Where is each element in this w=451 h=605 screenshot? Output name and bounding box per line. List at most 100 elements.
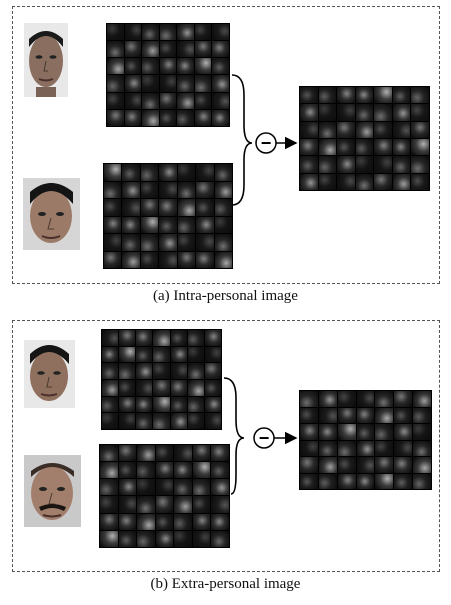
feature-cell [119, 396, 136, 413]
feature-cell [118, 530, 137, 547]
feature-cell [196, 216, 214, 233]
feature-cell [177, 41, 194, 58]
feature-cell [374, 139, 392, 156]
feature-cell [300, 87, 318, 104]
feature-cell [177, 251, 196, 268]
feature-cell [413, 391, 431, 407]
feature-cell [392, 139, 411, 156]
feature-cell [337, 473, 356, 489]
feature-cell [159, 181, 177, 198]
feature-cell [192, 445, 211, 462]
feature-cell [177, 58, 194, 75]
feature-cell [375, 440, 394, 456]
feature-cell [159, 109, 177, 126]
feature-cell [140, 251, 159, 268]
feature-cell [211, 530, 229, 547]
feature-cell [192, 513, 211, 530]
feature-cell [153, 363, 170, 379]
feature-cell [318, 440, 337, 456]
feature-cell [122, 251, 140, 268]
feature-cell [318, 391, 337, 407]
feature-cell [107, 58, 124, 75]
feature-cell [177, 75, 194, 92]
feature-cell [211, 462, 229, 479]
feature-cell [140, 234, 159, 251]
feature-cell [337, 139, 355, 156]
feature-cell [337, 121, 355, 138]
feature-cell [192, 496, 211, 513]
feature-cell [194, 24, 212, 41]
feature-cell [318, 139, 337, 156]
feature-cell [159, 24, 177, 41]
feature-cell [100, 462, 118, 479]
feature-cell [214, 216, 232, 233]
feature-cell [119, 330, 136, 346]
face-b1-illustration [24, 340, 75, 408]
feature-cell [374, 173, 392, 190]
feature-cell [356, 473, 375, 489]
feature-cell [300, 173, 318, 190]
feature-cell [118, 479, 137, 496]
caption-intra-personal: (a) Intra-personal image [153, 288, 298, 304]
feature-cell [211, 445, 229, 462]
feature-cell [118, 462, 137, 479]
face-image-a1 [24, 23, 68, 97]
feature-cell [318, 87, 337, 104]
feature-cell [318, 173, 337, 190]
feature-cell [300, 440, 318, 456]
feature-cell [159, 41, 177, 58]
feature-cell [137, 513, 155, 530]
feature-cell [119, 363, 136, 379]
feature-cell [174, 530, 192, 547]
feature-cell [104, 181, 122, 198]
feature-cell [100, 479, 118, 496]
feature-cell [137, 479, 155, 496]
feature-cell [194, 92, 212, 109]
feature-cell [214, 251, 232, 268]
feature-cell [187, 363, 204, 379]
feature-cell [170, 363, 187, 379]
feature-cell [355, 104, 374, 121]
feature-cell [337, 457, 356, 473]
feature-cell [159, 216, 177, 233]
feature-cell [170, 346, 187, 363]
feature-cell [119, 380, 136, 396]
feature-cell [196, 251, 214, 268]
feature-cell [212, 24, 229, 41]
feature-cell [122, 234, 140, 251]
feature-cell [136, 363, 153, 379]
feature-cell [140, 164, 159, 181]
feature-cell [124, 24, 142, 41]
feature-cell [102, 396, 119, 413]
feature-cell [356, 407, 375, 423]
feature-cell [170, 380, 187, 396]
caption-extra-personal: (b) Extra-personal image [150, 576, 301, 592]
feature-cell [318, 424, 337, 440]
face-image-b2 [24, 455, 81, 527]
feature-cell [214, 164, 232, 181]
feature-cell [153, 413, 170, 429]
subtract-operator-a-label: − [261, 133, 272, 153]
feature-cell [300, 139, 318, 156]
feature-cell [187, 413, 204, 429]
feature-cell [177, 24, 194, 41]
feature-cell [413, 457, 431, 473]
feature-cell [212, 41, 229, 58]
feature-cell [375, 391, 394, 407]
feature-cell [318, 457, 337, 473]
bracket-a [231, 74, 253, 206]
feature-cell [153, 380, 170, 396]
feature-cell [394, 407, 413, 423]
feature-cell [107, 24, 124, 41]
feature-cell [374, 104, 392, 121]
feature-cell [411, 104, 429, 121]
feature-cell [192, 462, 211, 479]
feature-cell [394, 473, 413, 489]
feature-cell [177, 199, 196, 216]
feature-cell [124, 75, 142, 92]
feature-cell [136, 330, 153, 346]
feature-cell [136, 396, 153, 413]
feature-cell [394, 457, 413, 473]
feature-cell [170, 330, 187, 346]
feature-cell [187, 396, 204, 413]
